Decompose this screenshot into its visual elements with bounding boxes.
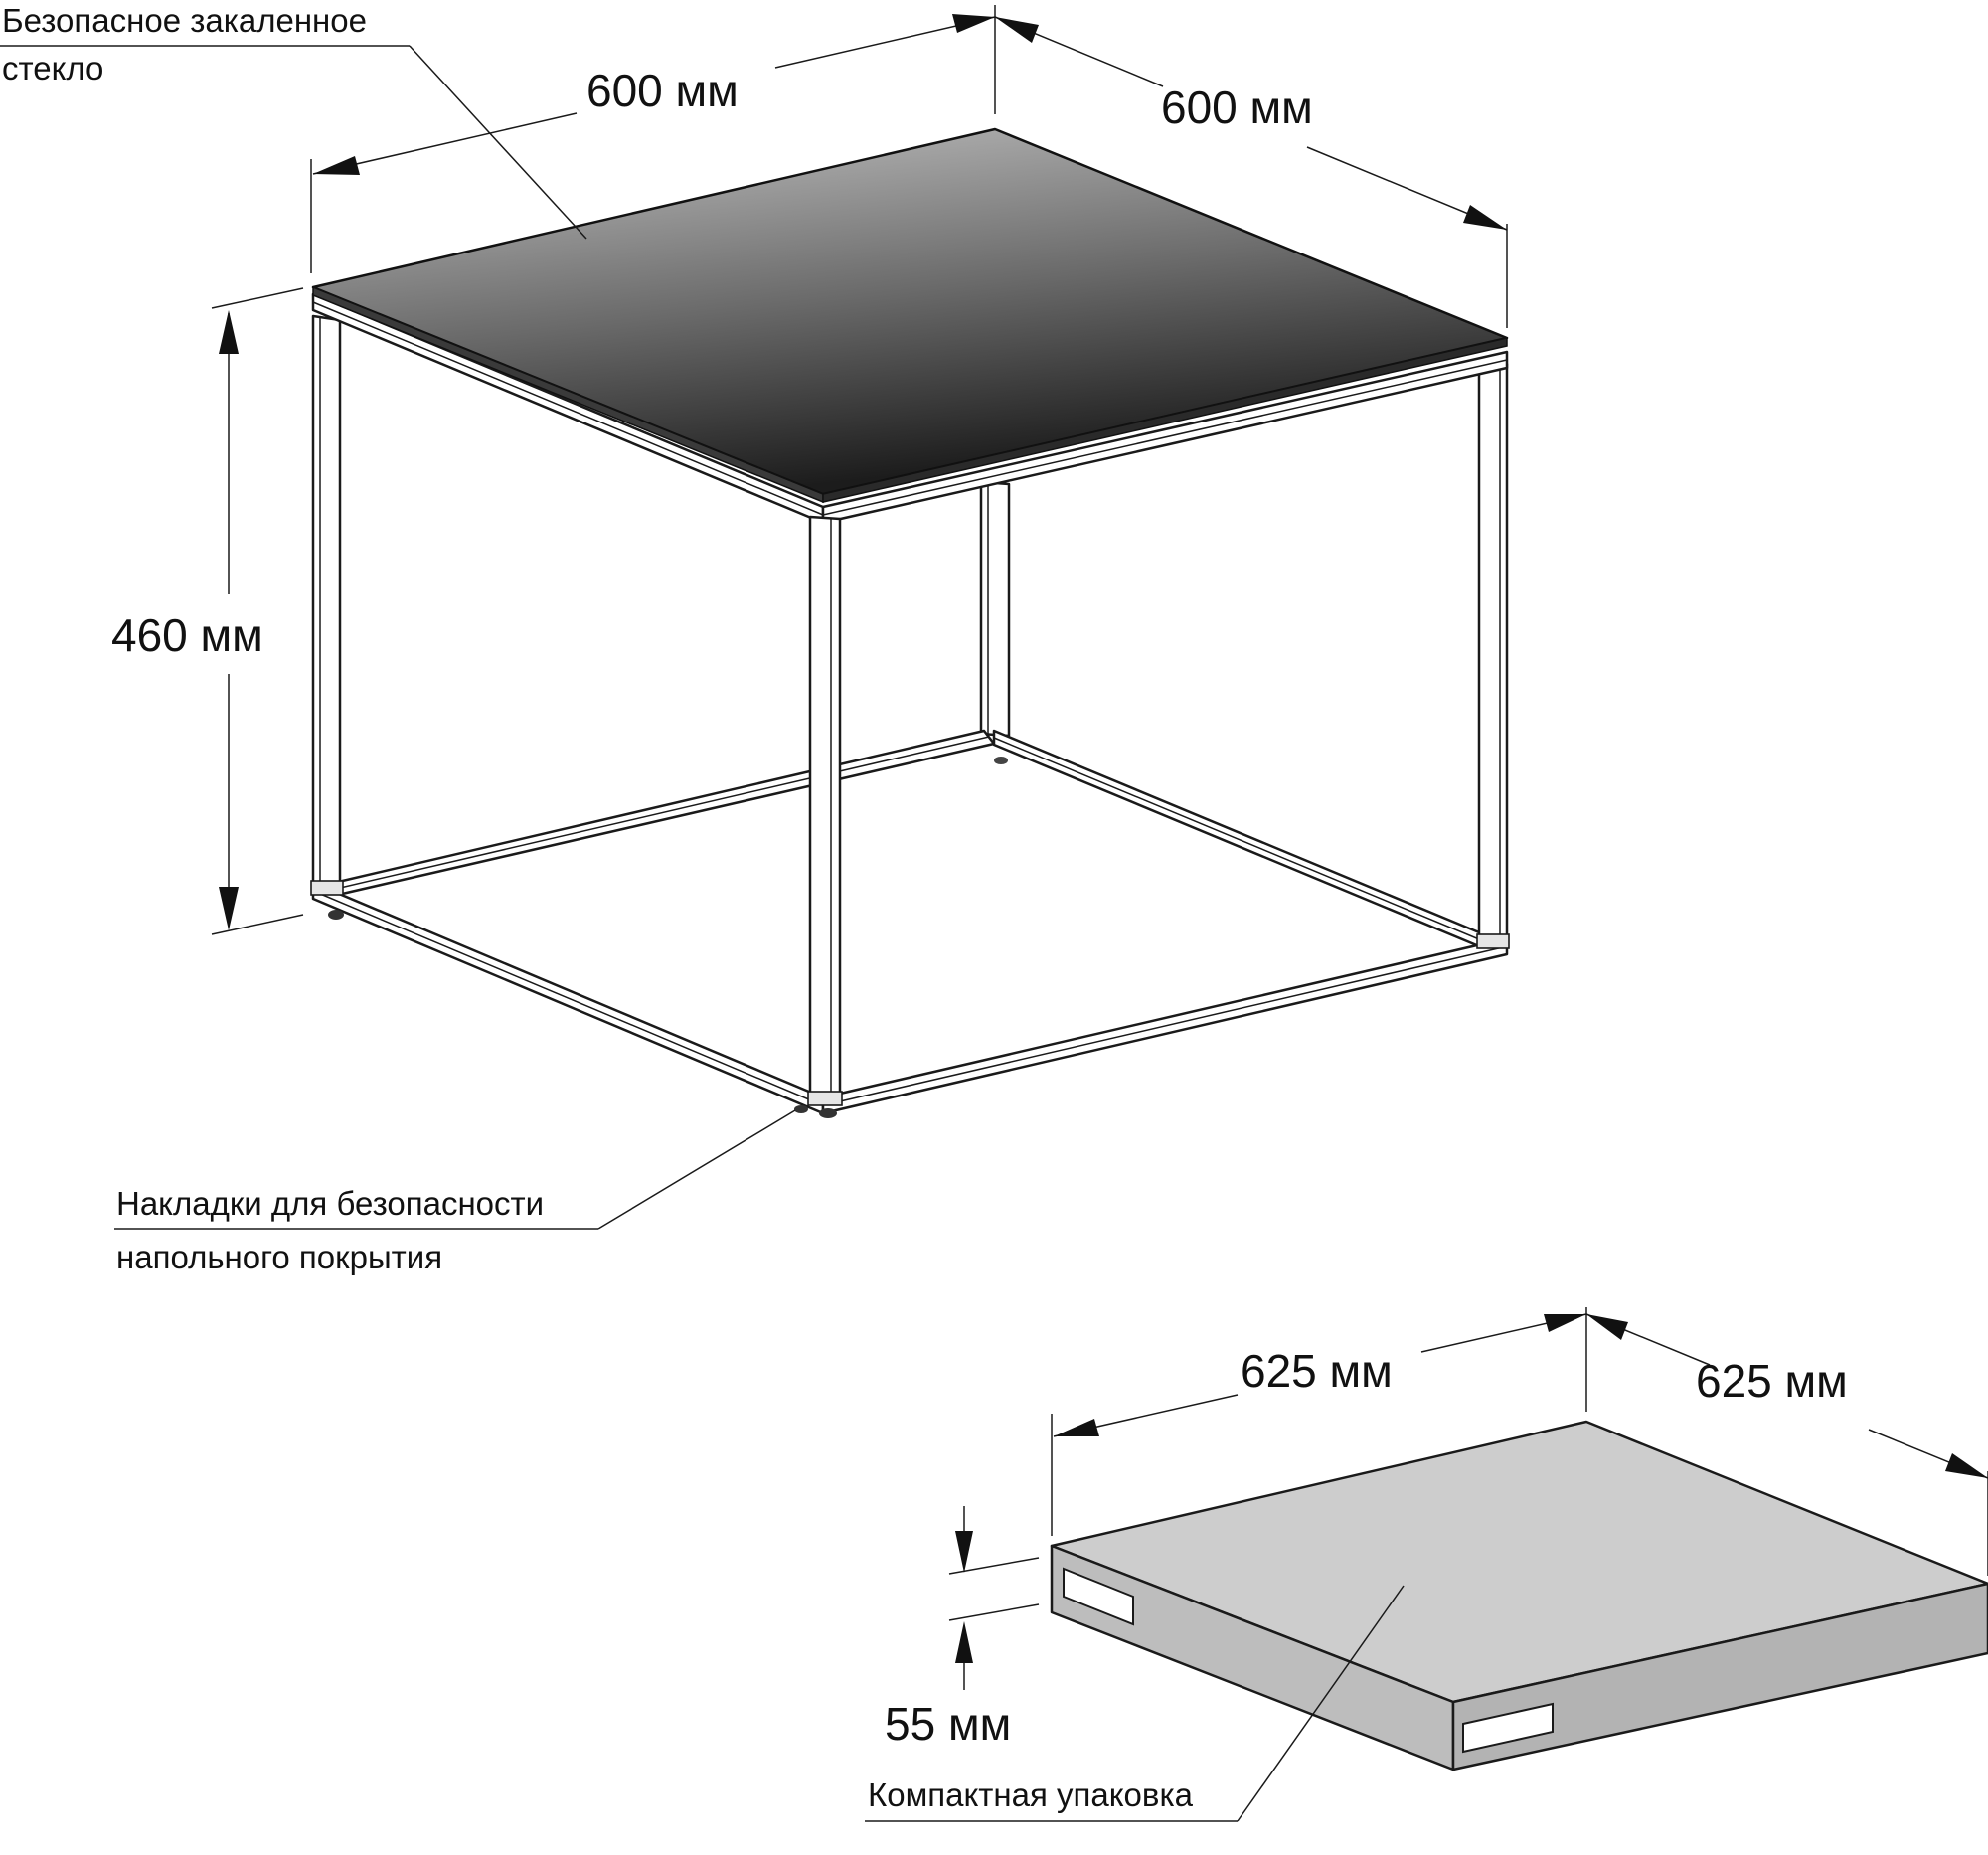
floor-pads bbox=[328, 910, 837, 1118]
arrow-head bbox=[1054, 1419, 1099, 1436]
package-callout: Компактная упаковка bbox=[865, 1585, 1405, 1822]
package-right-side bbox=[1451, 1582, 1988, 1771]
arrow-head bbox=[219, 310, 239, 354]
floor-pad bbox=[794, 1105, 808, 1113]
table-dimensions: 600 мм 600 мм 460 мм bbox=[111, 5, 1508, 935]
front-bottom-rails bbox=[311, 881, 1509, 1115]
arrow-head bbox=[1945, 1453, 1988, 1478]
front-leg bbox=[808, 515, 842, 1097]
arrow-head bbox=[1463, 205, 1507, 230]
right-leg bbox=[1477, 362, 1509, 945]
arrow-head bbox=[219, 887, 239, 930]
glass-callout-line-1: Безопасное закаленное bbox=[2, 2, 367, 39]
back-floor-pad bbox=[994, 757, 1008, 764]
top-frame bbox=[311, 292, 1509, 525]
floor-pad bbox=[819, 1108, 837, 1118]
package-dimensions: 625 мм 625 мм 55 мм bbox=[885, 1307, 1988, 1750]
left-leg bbox=[311, 314, 342, 889]
pads-callout: Накладки для безопасности напольного пок… bbox=[114, 1109, 796, 1275]
floor-pad bbox=[328, 910, 344, 920]
package-depth-label: 625 мм bbox=[1696, 1355, 1848, 1407]
arrow-head bbox=[955, 1621, 973, 1663]
arrow-head bbox=[955, 1531, 973, 1573]
back-leg bbox=[979, 480, 1011, 738]
package-width-label: 625 мм bbox=[1241, 1345, 1393, 1397]
glass-callout-line-2: стекло bbox=[2, 50, 103, 86]
arrow-head bbox=[952, 14, 995, 33]
arrow-head bbox=[1544, 1314, 1586, 1332]
glass-callout: Безопасное закаленное стекло bbox=[0, 2, 587, 240]
back-bottom-rails bbox=[332, 729, 1481, 948]
arrow-head bbox=[1586, 1314, 1628, 1340]
table-height-label: 460 мм bbox=[111, 609, 263, 661]
package-callout-label: Компактная упаковка bbox=[868, 1776, 1194, 1813]
pads-callout-line-2: напольного покрытия bbox=[116, 1239, 442, 1275]
pads-callout-line-1: Накладки для безопасности bbox=[116, 1185, 544, 1222]
table-drawing bbox=[310, 127, 1510, 1118]
package-drawing bbox=[1050, 1420, 1988, 1771]
arrow-head bbox=[313, 156, 360, 175]
glass-tabletop bbox=[311, 127, 1509, 504]
package-handle-left bbox=[1063, 1567, 1134, 1626]
table-width-label: 600 мм bbox=[586, 65, 739, 116]
corner-joints bbox=[310, 880, 1510, 1106]
package-handle-right bbox=[1462, 1702, 1554, 1754]
table-depth-label: 600 мм bbox=[1161, 82, 1313, 133]
arrow-head bbox=[995, 17, 1039, 43]
package-thickness-label: 55 мм bbox=[885, 1698, 1011, 1750]
